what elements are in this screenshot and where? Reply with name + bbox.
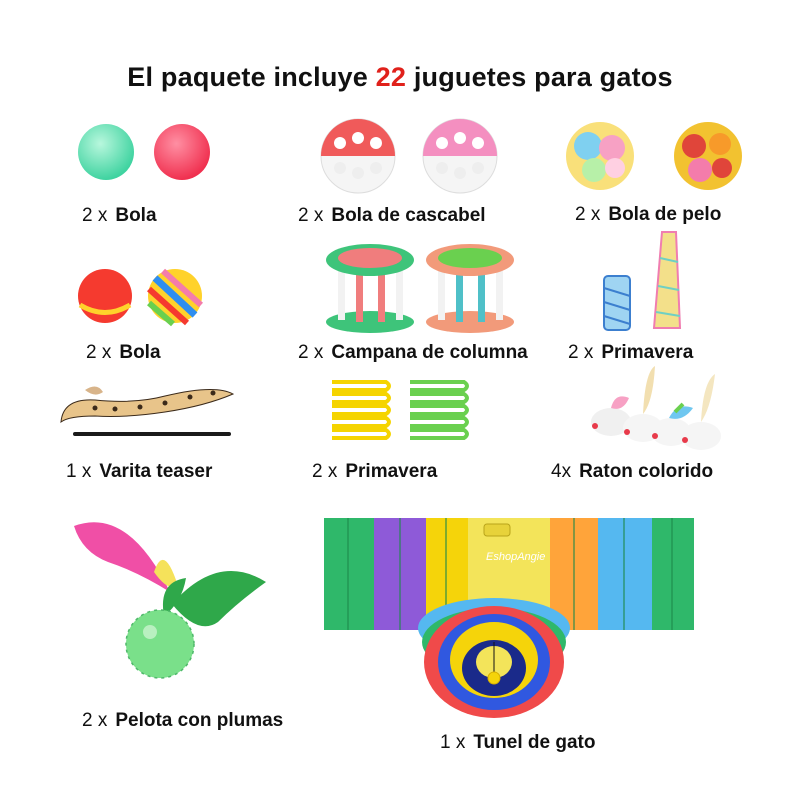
orange-column-bell	[426, 244, 514, 333]
leopard-ribbon	[60, 388, 235, 424]
mouse-4	[681, 374, 721, 450]
foam-balls-image	[78, 124, 210, 180]
title-suffix: juguetes para gatos	[413, 62, 673, 92]
title-count: 22	[375, 62, 407, 92]
yellow-feather	[154, 559, 178, 588]
green-column-bell	[326, 244, 414, 333]
red-foam-ball	[78, 269, 132, 323]
red-bell-ball	[320, 118, 396, 194]
rainbow-balls-image	[78, 268, 204, 327]
tunnel-brand-text: EshopAngie	[486, 551, 545, 563]
column-bell-image	[326, 244, 514, 333]
wand-feather	[85, 386, 103, 395]
pink-feather	[74, 522, 170, 592]
tunnel-pom-pom	[487, 671, 501, 685]
pom-pom-balls-image	[566, 122, 742, 190]
long-spring-tube	[652, 231, 682, 329]
green-feather-left	[162, 578, 186, 616]
bell-balls-image	[320, 118, 498, 194]
feather-ball-image	[74, 522, 266, 679]
coil-springs-image	[332, 380, 469, 440]
green-ball	[126, 610, 194, 678]
teaser-wand-image	[60, 386, 235, 436]
cat-tunnel-image: EshopAngie	[324, 518, 694, 718]
title-prefix: El paquete incluye	[127, 62, 368, 92]
mint-ball	[78, 124, 134, 180]
pink-bell-ball	[422, 118, 498, 194]
red-ball	[154, 124, 210, 180]
pom-pom-pastel	[566, 122, 634, 190]
pom-pom-warm	[674, 122, 742, 190]
short-spring-tube	[603, 275, 631, 331]
spring-tubes-image	[603, 231, 682, 331]
green-coil-spring	[410, 380, 469, 440]
green-feather-right	[172, 571, 266, 627]
tunnel-front-tube	[418, 598, 570, 718]
page-title: El paquete incluye 22 juguetes para gato…	[0, 62, 800, 93]
mouse-3	[651, 402, 693, 446]
wand-stick	[73, 432, 231, 436]
mouse-1	[591, 396, 631, 436]
colorful-mice-image	[591, 366, 721, 450]
striped-rainbow-ball	[146, 268, 204, 327]
yellow-coil-spring	[332, 380, 391, 440]
